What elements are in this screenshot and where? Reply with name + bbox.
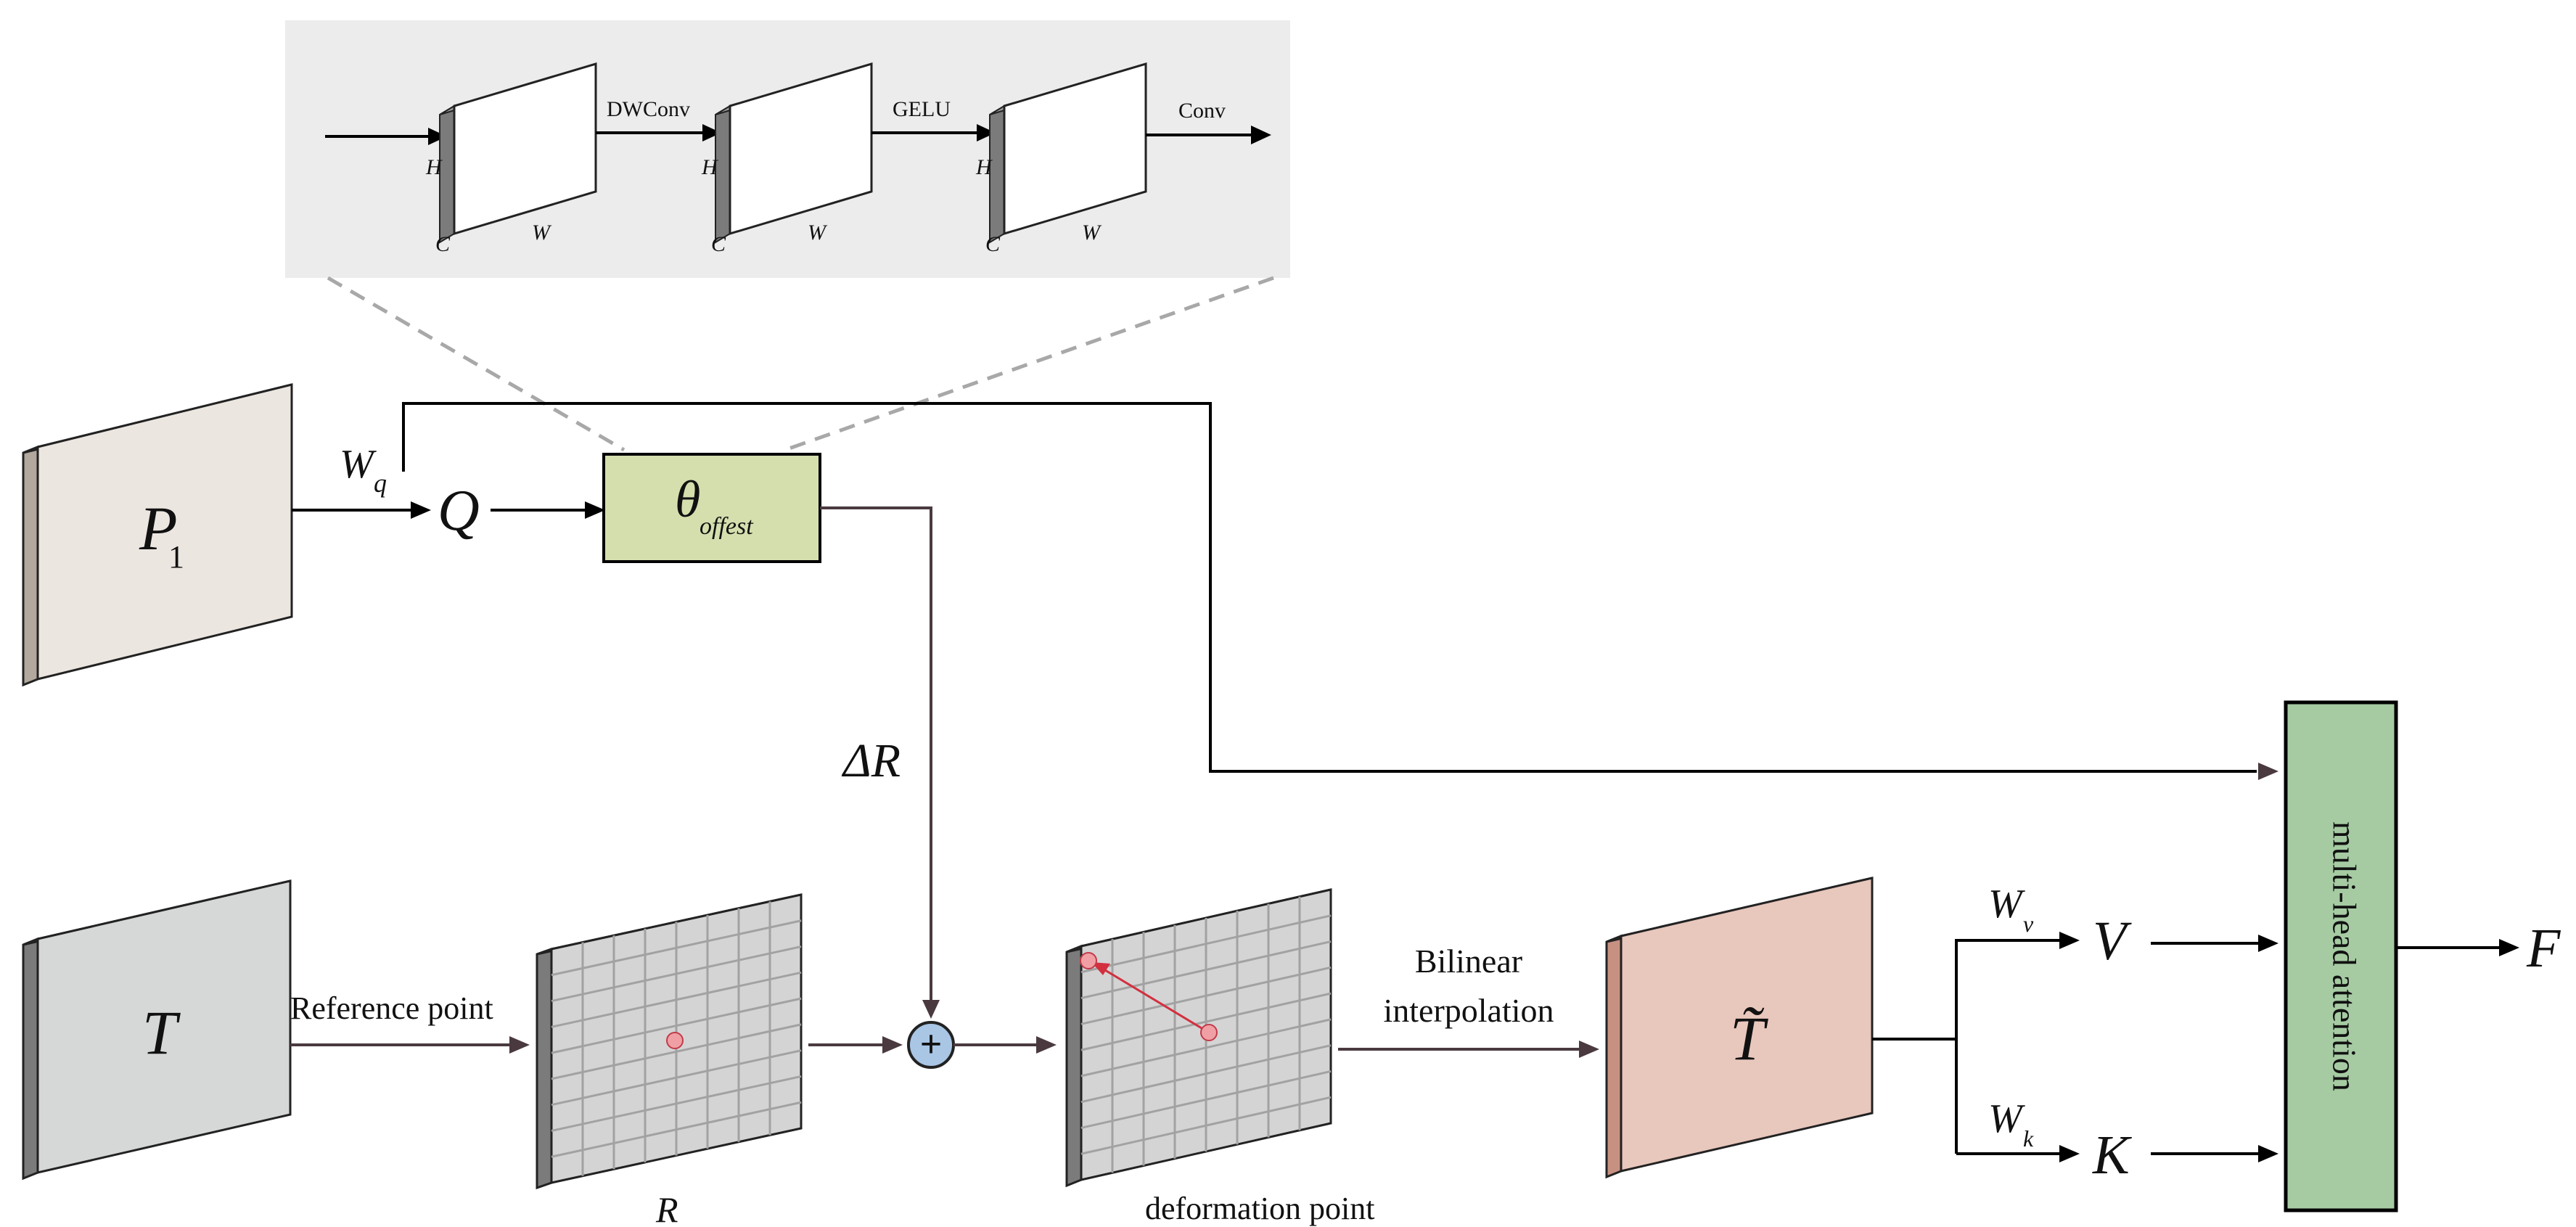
inset-arrowhead-dwconv [702,124,721,141]
f-label: F [2526,918,2561,979]
offset-vector-line [1101,967,1210,1034]
q-to-attention-line [402,402,2257,773]
multi-head-attention-box [2284,700,2398,1212]
inset-block-1 [439,62,597,244]
reference-point-label: Reference point [290,990,493,1026]
inset-dim-c-2: C [711,232,726,256]
inset-dim-h-1: H [425,155,443,179]
inset-block-3 [989,62,1147,244]
reference-grid-lines [551,901,802,1176]
deformation-target-point [1080,952,1097,969]
wq-subscript: q [374,469,387,498]
inset-label-conv: Conv [1178,99,1226,123]
q-label: Q [438,479,480,543]
reference-point-marker [666,1032,684,1049]
arrowhead-wk [2059,1145,2080,1162]
theta-to-plus-line [820,506,932,1006]
inset-dash-right [784,276,1274,452]
inset-dim-h-2: H [701,155,719,179]
inset-label-gelu: GELU [893,97,951,121]
arrowhead-p1-q [411,501,431,519]
deformation-grid-lines [1080,896,1332,1173]
p1-subscript: 1 [168,539,184,575]
t-block [22,879,292,1181]
inset-arrowhead-gelu [977,124,996,141]
inset-dim-c-1: C [435,232,451,256]
deformation-grid-block [1065,888,1332,1188]
theta-subscript: offest [700,513,754,540]
offset-vector-arrowhead [1091,962,1110,975]
v-label: V [2093,911,2132,972]
wq-label: W [340,442,377,487]
bilinear-label-line1: Bilinear [1415,943,1522,980]
arrowhead-bilinear [1579,1041,1599,1058]
wk-label: W [1988,1096,2025,1141]
ttilde-label: T̃ [1730,1004,1768,1073]
t-label: T [142,998,181,1067]
deformation-point-label: deformation point [1145,1191,1375,1226]
wv-subscript: v [2023,911,2034,937]
r-label: R [655,1189,678,1227]
theta-offset-box [602,453,821,563]
arrowhead-q-theta [585,501,605,519]
arrowhead-attention-q [2258,763,2278,780]
inset-dim-w-1: W [532,221,552,245]
arrowhead-r-plus [882,1036,903,1054]
add-operator: + [907,1021,955,1069]
plus-symbol: + [920,1022,943,1066]
inset-dim-w-3: W [1082,221,1102,245]
arrowhead-v-attention [2258,935,2278,952]
ttilde-block [1605,877,1874,1179]
inset-dim-w-2: W [808,221,828,245]
p1-label: P [139,493,178,563]
arrowhead-attention-f [2499,939,2519,956]
inset-dim-c-3: C [985,232,1001,256]
inset-arrowhead-conv [1251,126,1271,144]
multi-head-attention-label: multi-head attention [2326,821,2363,1091]
arrowhead-plus-deformation [1036,1036,1057,1054]
bilinear-label-line2: interpolation [1383,992,1554,1029]
wk-subscript: k [2023,1125,2034,1152]
arrowhead-wv [2059,932,2080,949]
arrowhead-reference-point [509,1036,530,1054]
arrowhead-k-attention [2258,1145,2278,1162]
inset-input-arrowhead [428,128,447,145]
theta-label: θ [675,470,700,528]
k-label: K [2092,1125,2132,1186]
inset-dash-left [327,276,625,452]
inset-panel: H C W DWConv H C W GELU H C W Conv [285,20,1290,452]
deformation-source-point [1200,1024,1218,1041]
p1-block [22,383,293,687]
wv-label: W [1988,882,2025,927]
delta-r-label: ΔR [841,734,901,787]
inset-label-dwconv: DWConv [607,97,690,121]
inset-block-2 [715,62,873,244]
inset-dim-h-3: H [975,155,993,179]
arrowhead-delta-r [922,1000,940,1019]
